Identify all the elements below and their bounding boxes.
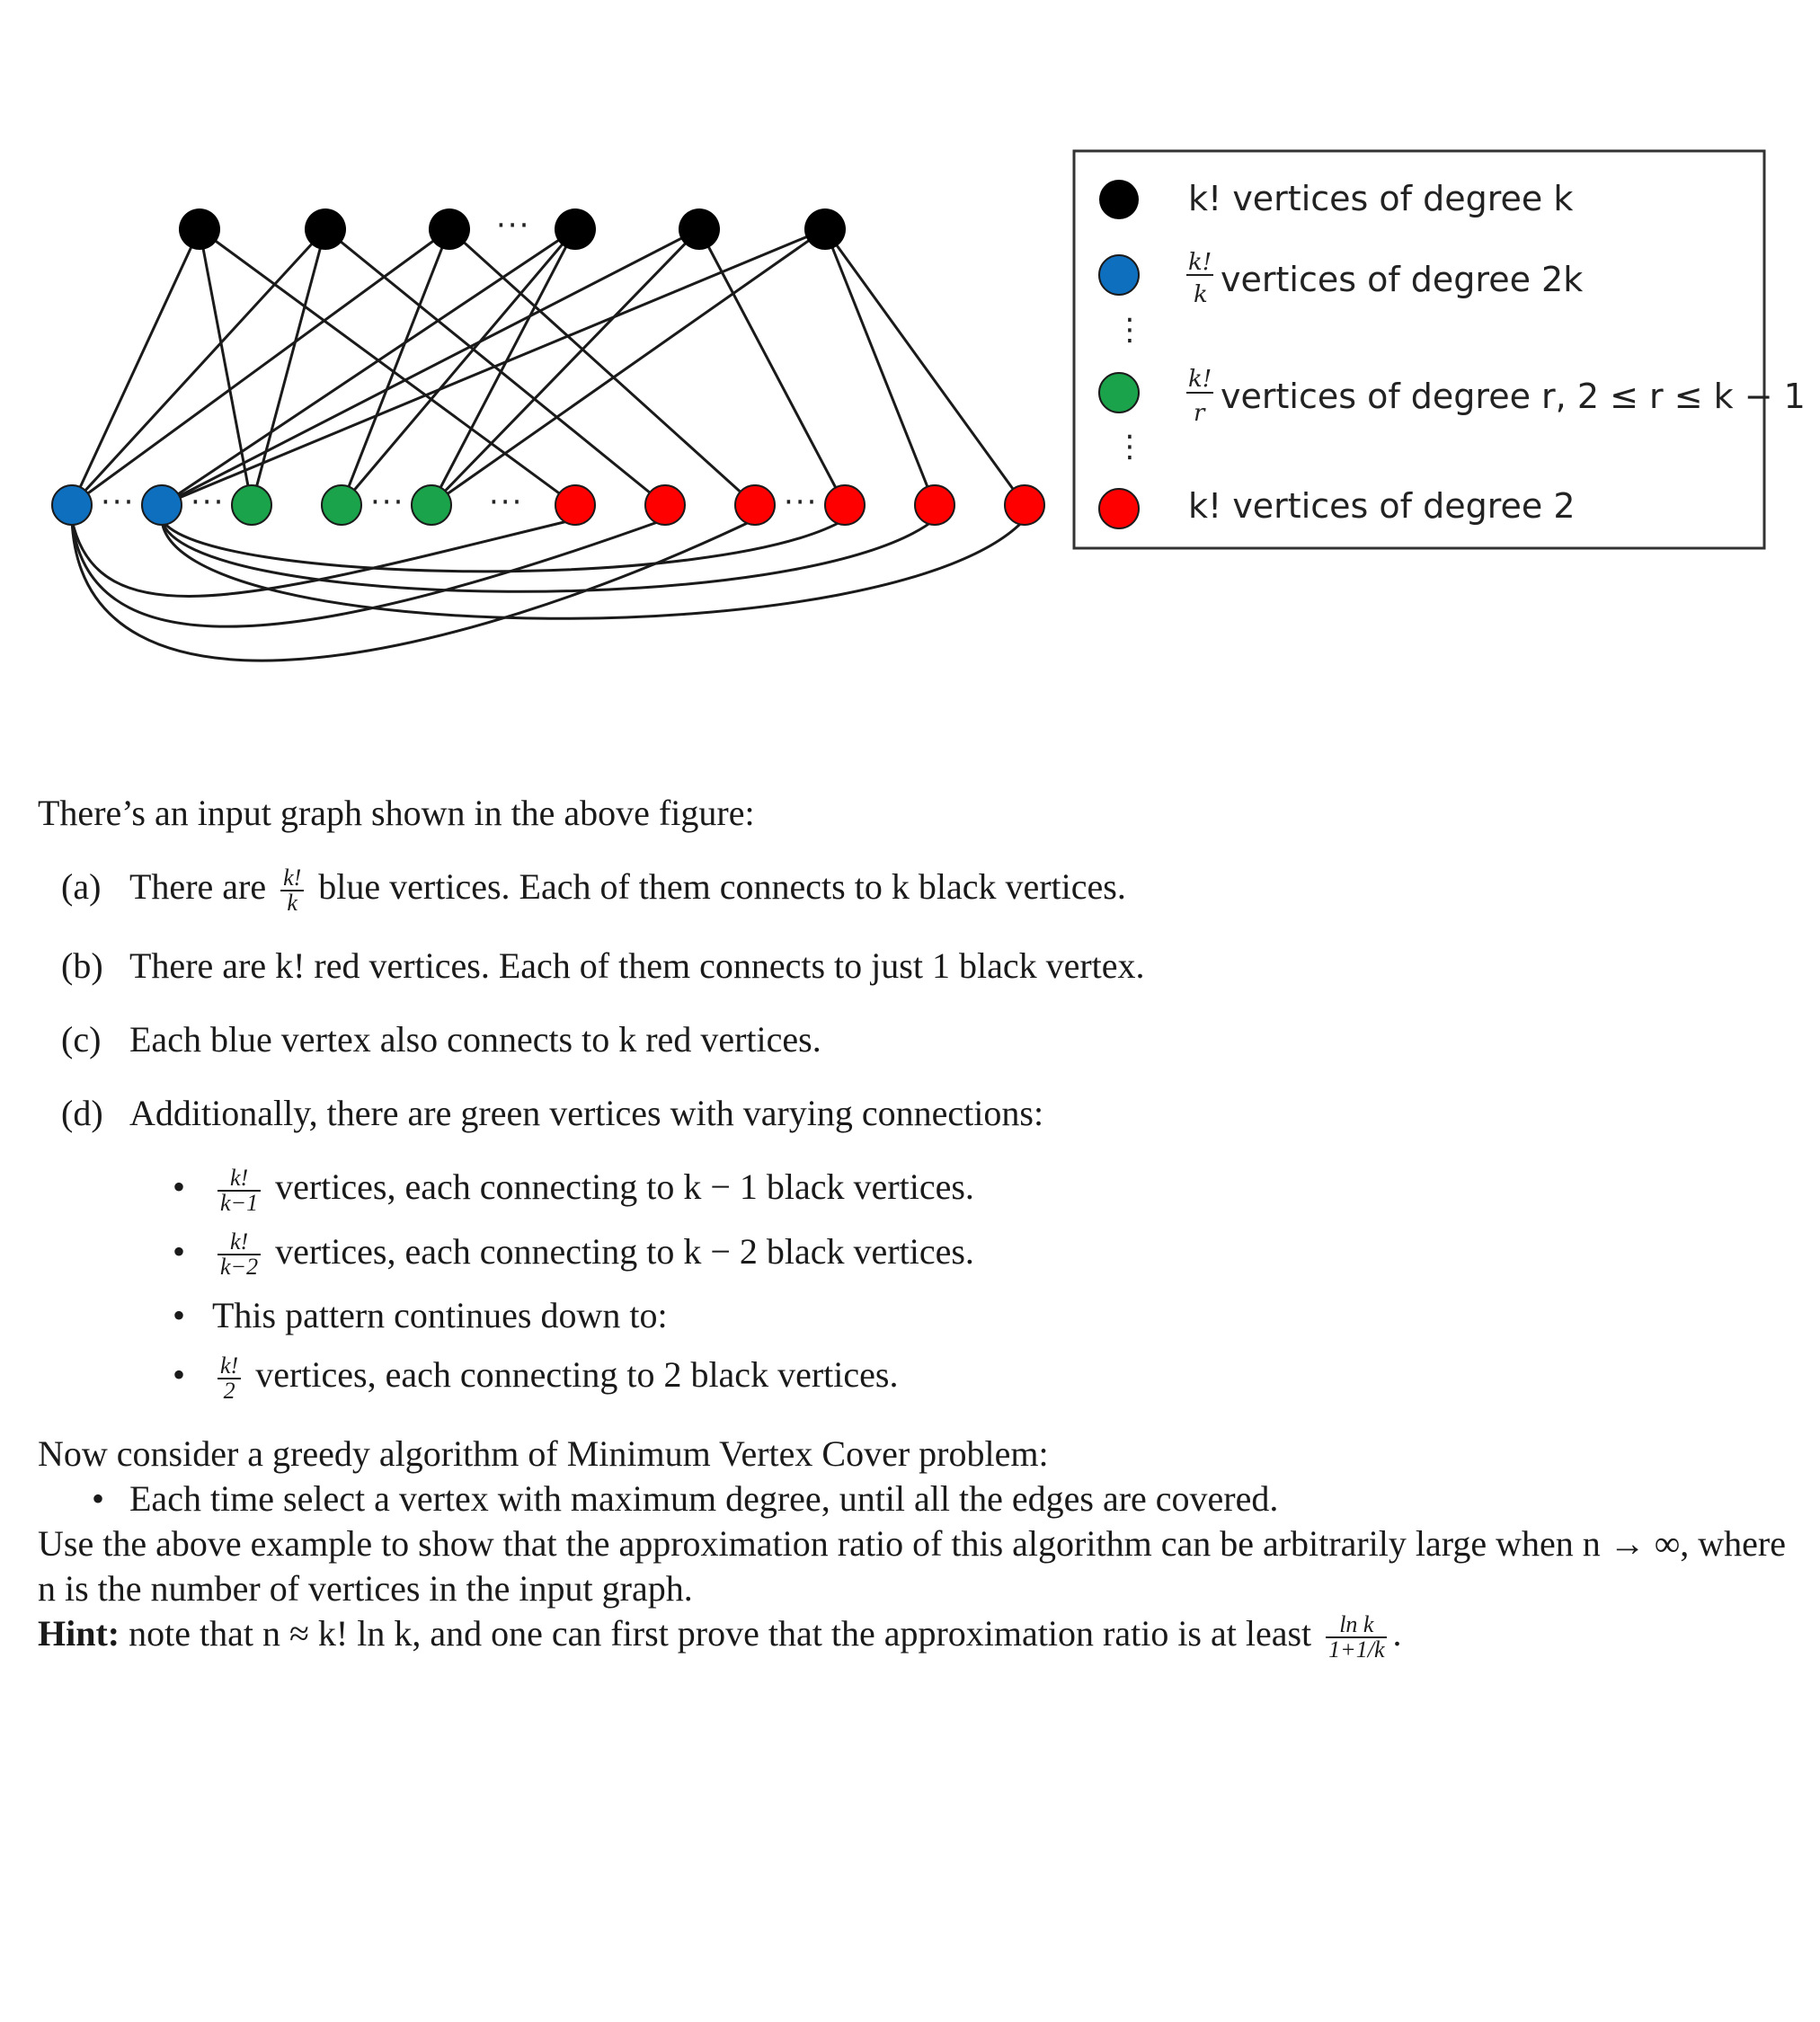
legend-label-red: k! vertices of degree 2 <box>1188 486 1576 526</box>
ellipsis-lower: ··· <box>784 484 818 520</box>
black-vertex <box>429 208 470 250</box>
item-label: (b) <box>61 944 103 986</box>
legend-label-green: vertices of degree r, 2 ≤ r ≤ k − 1 <box>1221 377 1806 416</box>
list-item-text: vertices, each connecting to k − 2 black… <box>275 1230 974 1272</box>
green-vertices <box>231 484 452 526</box>
legend-label-blue: vertices of degree 2k <box>1221 260 1583 299</box>
lower-ellipses: ··· ··· ··· ··· ··· <box>101 484 818 520</box>
item-b: (b) There are k! red vertices. Each of t… <box>38 944 1799 989</box>
red-vertex <box>824 484 866 526</box>
item-text: There are k! red vertices. Each of them … <box>129 944 1145 986</box>
algo-intro: Now consider a greedy algorithm of Minim… <box>38 1433 1049 1475</box>
item-d: (d) Additionally, there are green vertic… <box>38 1091 1799 1136</box>
legend-frac-den: k <box>1194 281 1208 308</box>
green-vertex <box>231 484 272 526</box>
black-vertex <box>555 208 596 250</box>
item-label: (a) <box>61 866 102 907</box>
red-vertex <box>555 484 596 526</box>
item-label: (d) <box>61 1092 103 1133</box>
legend-swatch-blue <box>1098 254 1140 296</box>
legend-frac-den: r <box>1194 400 1206 427</box>
red-vertex <box>914 484 955 526</box>
legend: k! vertices of degree k k! k vertices of… <box>1072 149 1806 550</box>
red-vertex <box>644 484 686 526</box>
item-text: Each blue vertex also connects to k red … <box>129 1018 821 1060</box>
legend-vdots: ⋮ <box>1114 429 1147 465</box>
list-item: k!k−2 vertices, each connecting to k − 2… <box>38 1229 1799 1280</box>
frac-num: k! <box>218 1166 262 1192</box>
legend-swatch-red <box>1098 488 1140 529</box>
list-item-text: This pattern continues down to: <box>212 1295 668 1336</box>
hint-label: Hint: <box>38 1613 120 1654</box>
red-vertex <box>1004 484 1045 526</box>
green-vertex <box>321 484 362 526</box>
legend-swatch-green <box>1098 372 1140 413</box>
fraction: k!k−2 <box>218 1230 262 1281</box>
item-text-pre: There are <box>129 866 267 907</box>
blue-vertex <box>141 484 182 526</box>
item-label: (c) <box>61 1018 102 1060</box>
blue-vertex <box>51 484 93 526</box>
fraction: k!k−1 <box>218 1166 262 1216</box>
blue-vertices <box>51 484 182 526</box>
ellipsis-lower: ··· <box>191 484 225 520</box>
frac-num: ln k <box>1326 1613 1388 1639</box>
fraction: k!2 <box>218 1354 242 1405</box>
legend-frac-num: k! <box>1188 366 1212 393</box>
item-text: Additionally, there are green vertices w… <box>129 1092 1044 1133</box>
black-vertices <box>179 208 846 250</box>
frac-num: k! <box>218 1354 242 1380</box>
frac-num: k! <box>280 865 305 891</box>
hint: Hint: note that n ≈ k! ln k, and one can… <box>38 1611 1799 1662</box>
list-item-text: vertices, each connecting to 2 black ver… <box>255 1354 899 1396</box>
hint-text: note that n ≈ k! ln k, and one can first… <box>129 1613 1312 1654</box>
list-item-text: vertices, each connecting to k − 1 black… <box>275 1166 974 1207</box>
intro-text: There’s an input graph shown in the abov… <box>38 793 755 833</box>
task-text: Use the above example to show that the a… <box>38 1523 1786 1610</box>
black-vertex <box>305 208 346 250</box>
list-item: k!2 vertices, each connecting to 2 black… <box>38 1352 1799 1403</box>
list-item: This pattern continues down to: <box>38 1293 1799 1338</box>
black-vertex <box>179 208 220 250</box>
legend-label-black: k! vertices of degree k <box>1188 179 1573 218</box>
hint-end: . <box>1392 1613 1402 1654</box>
list-item: k!k−1 vertices, each connecting to k − 1… <box>38 1165 1799 1215</box>
green-vertex-list: k!k−1 vertices, each connecting to k − 1… <box>38 1165 1799 1403</box>
algo-bullet: Each time select a vertex with maximum d… <box>38 1477 1799 1521</box>
item-c: (c) Each blue vertex also connects to k … <box>38 1017 1799 1062</box>
graph-edges <box>70 227 1026 662</box>
frac-num: k! <box>218 1230 262 1256</box>
frac-den: 2 <box>223 1378 235 1405</box>
frac-den: 1+1/k <box>1328 1636 1385 1663</box>
red-vertex <box>734 484 776 526</box>
fraction: k!k <box>280 865 305 916</box>
item-a: (a) There are k!k blue vertices. Each of… <box>38 865 1799 915</box>
ellipsis-lower: ··· <box>101 484 135 520</box>
ellipsis-top: ··· <box>496 208 530 244</box>
legend-swatch-black <box>1099 180 1139 219</box>
legend-frac-num: k! <box>1188 249 1212 276</box>
ellipsis-lower: ··· <box>489 484 523 520</box>
graph-figure: ··· ··· ··· ··· ··· ··· k! vertices of d… <box>51 149 1806 662</box>
frac-den: k <box>287 889 297 916</box>
frac-den: k−2 <box>220 1254 259 1281</box>
green-vertex <box>411 484 452 526</box>
problem-text: There’s an input graph shown in the abov… <box>38 791 1799 1662</box>
ellipsis-lower: ··· <box>370 484 404 520</box>
item-text-post: blue vertices. Each of them connects to … <box>318 866 1126 907</box>
legend-vdots: ⋮ <box>1114 312 1147 348</box>
frac-den: k−1 <box>220 1189 259 1216</box>
red-vertices <box>555 484 1045 526</box>
black-vertex <box>804 208 846 250</box>
black-vertex <box>679 208 720 250</box>
